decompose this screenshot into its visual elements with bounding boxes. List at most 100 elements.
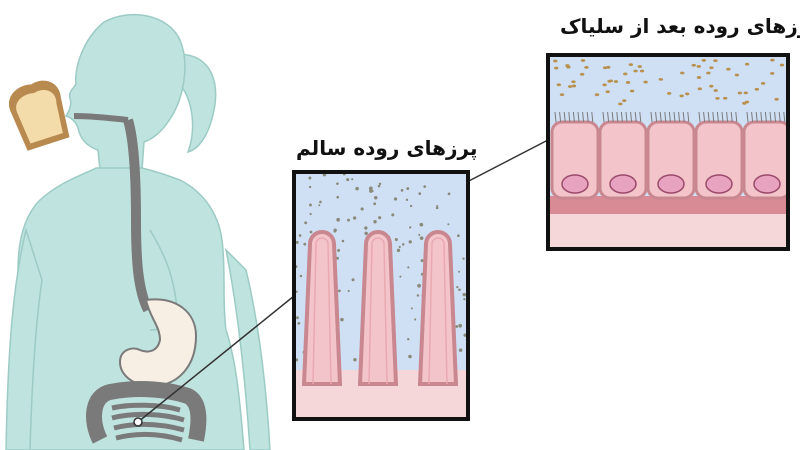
microvillus [783, 111, 786, 123]
microvillus [682, 111, 685, 123]
microvillus [716, 111, 719, 123]
particle [360, 207, 364, 211]
particle [414, 318, 417, 321]
particle [406, 187, 410, 190]
particle [579, 72, 585, 76]
particle [378, 216, 382, 220]
particle [584, 65, 589, 69]
cell-nucleus [609, 174, 637, 194]
particle [408, 240, 412, 244]
nutrient-particles [553, 58, 785, 106]
particle [399, 275, 402, 278]
particle [463, 333, 467, 337]
microvillus [664, 111, 667, 123]
particle [709, 66, 714, 70]
particle [571, 84, 577, 88]
particle [369, 189, 373, 193]
particle [423, 185, 427, 189]
particle [743, 91, 748, 95]
particle [347, 218, 350, 222]
particle [346, 178, 350, 182]
particle [296, 316, 299, 320]
torso [15, 167, 245, 450]
particle [410, 307, 413, 310]
particle [373, 220, 377, 224]
particle [319, 200, 322, 204]
particle [633, 69, 638, 73]
microvillus [730, 111, 733, 123]
particle [713, 89, 718, 92]
microvillus [707, 111, 710, 123]
particle [416, 294, 420, 297]
particle [401, 243, 405, 246]
microvillus [774, 111, 777, 123]
particle [554, 66, 559, 70]
particle [458, 288, 461, 292]
cell-nucleus [561, 174, 589, 194]
particle [364, 226, 368, 230]
particle [770, 71, 775, 75]
particle [774, 97, 779, 101]
particle [744, 100, 750, 104]
microvillus [659, 111, 662, 123]
microvillus [572, 111, 575, 123]
particle [336, 256, 339, 260]
particle [606, 65, 611, 69]
bread-slice-icon [9, 80, 70, 151]
particle [701, 58, 707, 62]
particle [770, 58, 775, 62]
microvillus [755, 111, 758, 123]
microvillus [582, 111, 585, 123]
particle [713, 59, 718, 63]
flattened-villi-group [550, 111, 788, 200]
particle [364, 231, 368, 236]
particle [333, 229, 337, 233]
microvillus [721, 111, 724, 123]
particle [394, 237, 398, 242]
particle [295, 240, 299, 244]
small-intestine [111, 402, 185, 443]
microvillus [735, 111, 738, 123]
microvillus [563, 111, 566, 123]
particle [680, 71, 685, 75]
particle [309, 212, 312, 216]
microvillus [746, 111, 749, 123]
particle [396, 248, 401, 253]
particle [679, 94, 684, 98]
microvillus [602, 111, 605, 123]
particle [715, 96, 720, 100]
microvillus [616, 111, 619, 123]
particle [347, 289, 350, 293]
particle [298, 234, 302, 237]
particle [462, 292, 467, 297]
particle [553, 59, 558, 63]
particle [607, 79, 612, 83]
microvillus [559, 111, 562, 123]
particle [458, 348, 463, 352]
particle [435, 206, 439, 210]
particle [336, 195, 340, 199]
particle [447, 192, 451, 196]
particle [462, 257, 465, 260]
particle [637, 65, 642, 68]
particle [726, 67, 731, 71]
microvillus [668, 111, 671, 123]
particle [408, 354, 412, 359]
microvillus [764, 111, 767, 123]
particle [625, 81, 631, 84]
particle [419, 236, 424, 241]
cell-nucleus [705, 174, 733, 194]
particle [685, 92, 690, 96]
particle [760, 81, 766, 85]
villus-inner-edge [312, 237, 332, 385]
particle [737, 91, 743, 95]
particle [409, 204, 413, 208]
muscle-layer [548, 196, 788, 214]
particle [455, 325, 459, 328]
particle [556, 83, 562, 87]
microvillus [687, 111, 690, 123]
pointer-line-healthy [137, 295, 295, 423]
particle [629, 89, 635, 93]
healthy-panel-frame [292, 170, 470, 421]
villus-inner-edge [428, 237, 448, 385]
